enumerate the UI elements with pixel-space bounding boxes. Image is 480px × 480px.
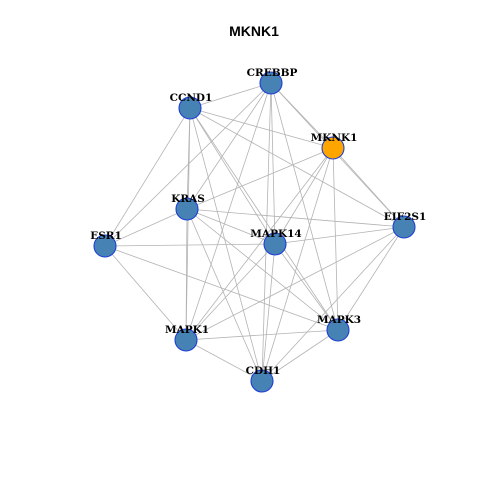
node-label-ccnd1: CCND1 (170, 92, 213, 104)
edge-kras-mapk14 (186, 208, 276, 245)
edge-kras-eif2s1 (186, 208, 405, 228)
edge-esr1-mapk1 (104, 245, 187, 341)
edge-mknk1-kras (186, 147, 334, 210)
edge-mapk14-cdh1 (261, 243, 276, 382)
edge-mapk1-cdh1 (185, 339, 263, 382)
edge-crebbp-kras (186, 82, 272, 210)
node-label-mapk1: MAPK1 (165, 324, 209, 336)
edge-ccnd1-eif2s1 (189, 107, 405, 228)
edge-ccnd1-mknk1 (189, 107, 334, 149)
edge-layer (104, 82, 405, 382)
node-mapk14[interactable] (263, 232, 287, 256)
node-label-mknk1: MKNK1 (311, 132, 358, 144)
node-mknk1[interactable] (321, 136, 345, 160)
node-cdh1[interactable] (250, 369, 274, 393)
edge-mapk14-mapk3 (274, 243, 339, 331)
edge-kras-cdh1 (186, 208, 263, 382)
edge-mknk1-cdh1 (261, 147, 334, 382)
node-label-esr1: ESR1 (90, 230, 122, 242)
edge-mapk3-cdh1 (261, 329, 339, 382)
node-kras[interactable] (175, 197, 199, 221)
edge-ccnd1-esr1 (104, 107, 191, 247)
edge-mknk1-mapk14 (274, 147, 334, 245)
edge-crebbp-mapk1 (185, 82, 272, 341)
edge-mapk1-mapk3 (185, 329, 339, 341)
edge-mapk14-mapk1 (185, 243, 276, 341)
node-label-crebbp: CREBBP (247, 67, 298, 79)
edge-kras-mapk1 (185, 208, 188, 341)
edge-crebbp-mapk3 (270, 82, 339, 331)
edge-esr1-mapk3 (104, 245, 339, 331)
node-mapk1[interactable] (174, 328, 198, 352)
edge-kras-esr1 (104, 208, 188, 247)
node-label-kras: KRAS (171, 193, 205, 205)
node-label-mapk3: MAPK3 (317, 314, 361, 326)
node-eif2s1[interactable] (392, 215, 416, 239)
edge-eif2s1-mapk3 (337, 226, 405, 331)
edge-crebbp-mapk14 (270, 82, 276, 245)
edge-esr1-mapk14 (104, 243, 276, 247)
edge-mapk14-eif2s1 (274, 226, 405, 245)
edge-ccnd1-mapk14 (189, 107, 276, 245)
node-label-eif2s1: EIF2S1 (384, 211, 427, 223)
node-label-mapk14: MAPK14 (250, 228, 301, 240)
node-ccnd1[interactable] (178, 96, 202, 120)
node-label-cdh1: CDH1 (246, 365, 281, 377)
node-mapk3[interactable] (326, 318, 350, 342)
edge-eif2s1-mapk1 (185, 226, 405, 341)
node-esr1[interactable] (93, 234, 117, 258)
edge-mknk1-eif2s1 (332, 147, 405, 228)
edge-eif2s1-cdh1 (261, 226, 405, 382)
node-layer (93, 71, 416, 393)
edge-kras-mapk3 (186, 208, 339, 331)
edge-crebbp-ccnd1 (189, 82, 272, 109)
edge-crebbp-cdh1 (261, 82, 272, 382)
node-crebbp[interactable] (259, 71, 283, 95)
diagram-title: MKNK1 (229, 23, 279, 39)
edge-ccnd1-mapk3 (189, 107, 339, 331)
